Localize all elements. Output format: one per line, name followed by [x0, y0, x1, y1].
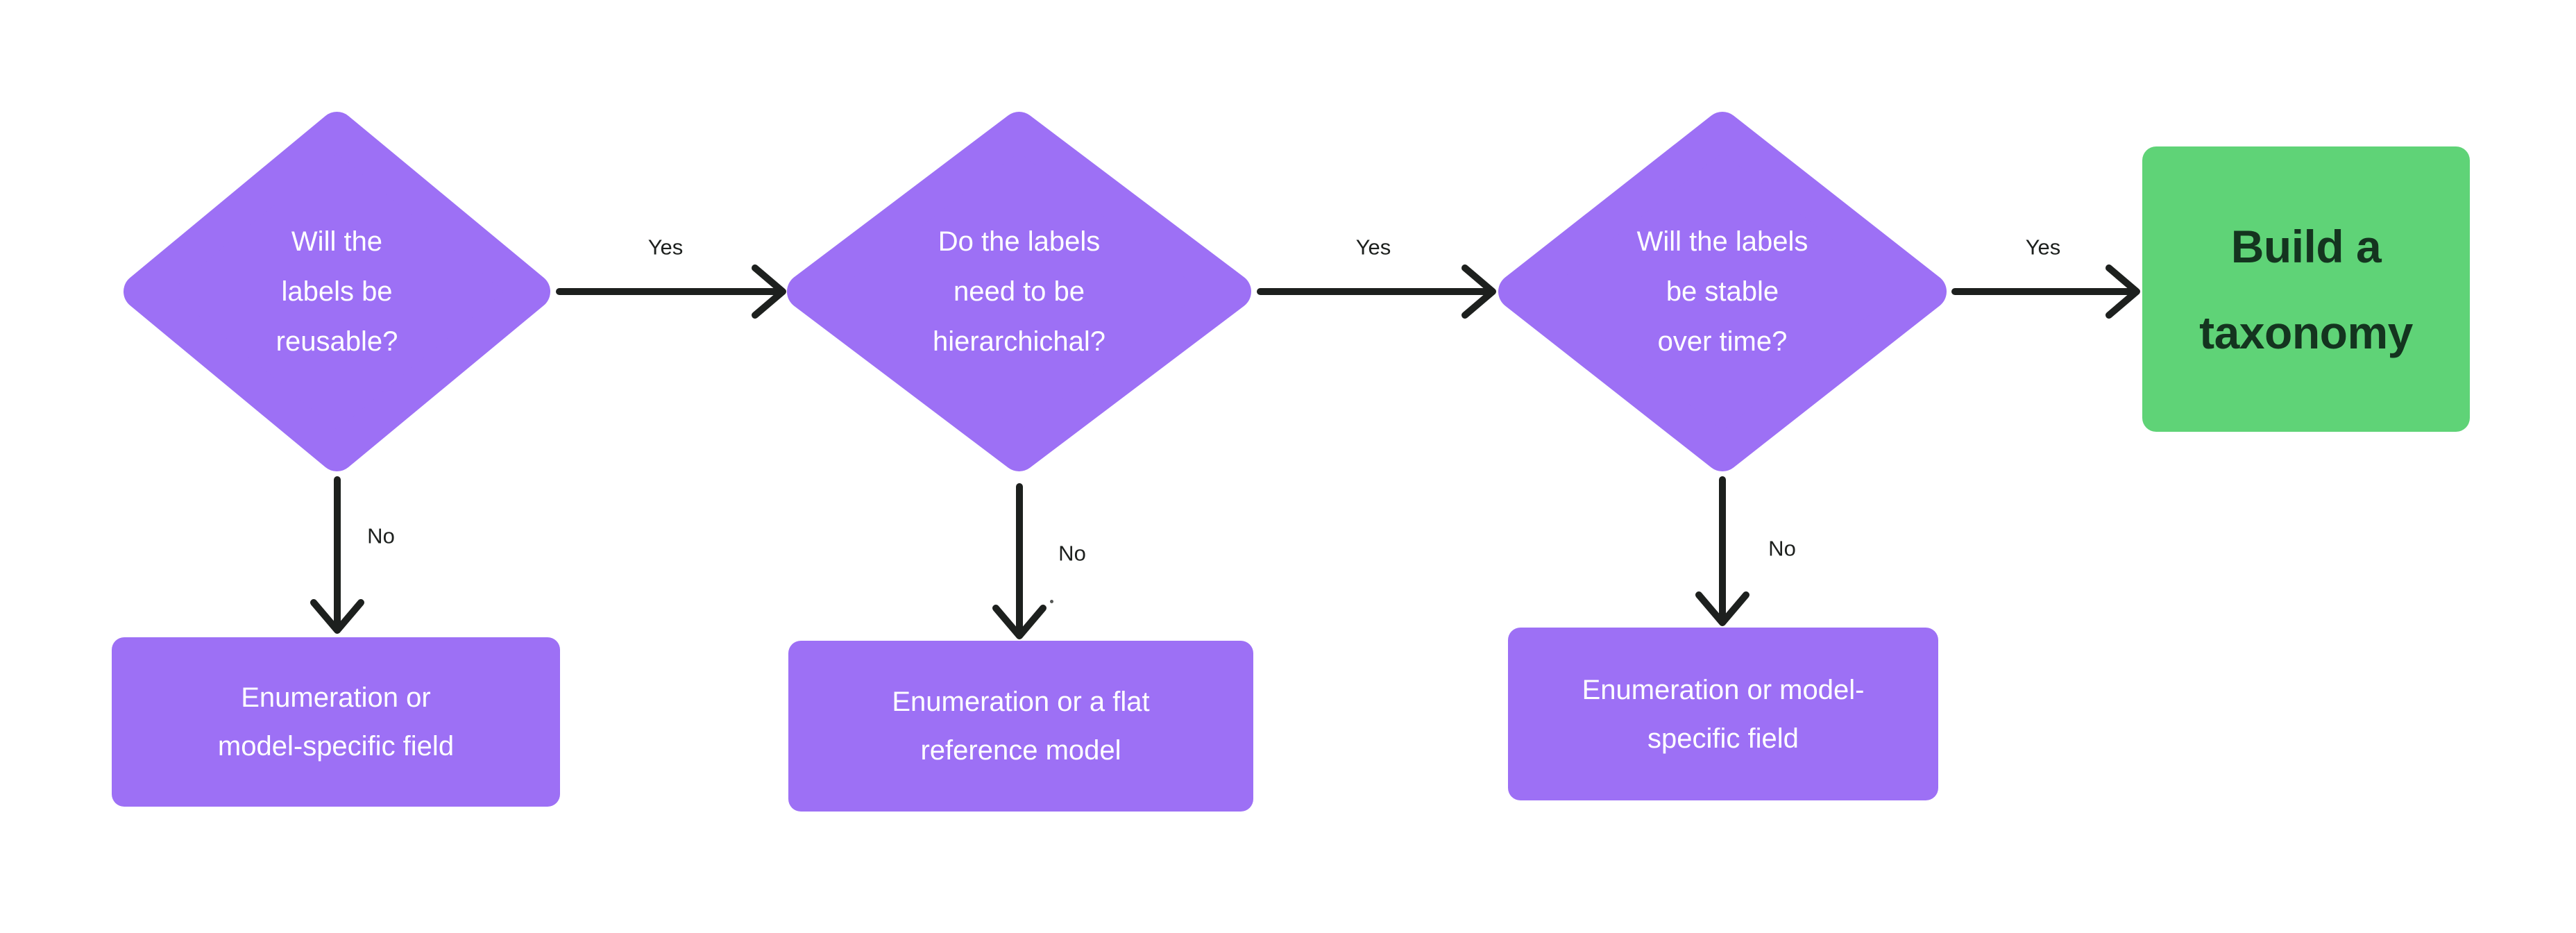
edge-no-3-arrow — [1695, 476, 1749, 626]
edge-label-yes-1: Yes — [647, 235, 684, 260]
outcome-box-enumeration-1: Enumeration or model-specific field — [112, 637, 560, 807]
edge-label-no-3: No — [1768, 536, 1796, 561]
terminal-box-build-taxonomy: Build a taxonomy — [2142, 146, 2470, 432]
edge-no-1-arrow — [310, 476, 364, 634]
edge-no-2-arrow — [992, 483, 1046, 639]
node-label: Enumeration or a flat reference model — [892, 687, 1150, 766]
decision-diamond-labels-stable: Will the labels be stable over time? — [1498, 112, 1947, 471]
stray-dot — [1050, 600, 1053, 603]
decision-diamond-labels-hierarchical: Do the labels need to be hierarchichal? — [787, 112, 1251, 471]
edge-yes-3-arrow — [1951, 264, 2140, 319]
node-label: Will the labels be reusable? — [276, 226, 398, 357]
node-label: Enumeration or model- specific field — [1582, 674, 1865, 754]
outcome-box-enumeration-2: Enumeration or a flat reference model — [788, 641, 1253, 812]
node-label: Enumeration or model-specific field — [217, 682, 455, 762]
diamond-shape — [1498, 112, 1947, 471]
edge-label-no-2: No — [1058, 541, 1086, 566]
outcome-box-enumeration-3: Enumeration or model- specific field — [1508, 628, 1938, 800]
decision-diamond-labels-reusable: Will the labels be reusable? — [124, 112, 550, 471]
edge-yes-1-arrow — [556, 264, 786, 319]
edge-yes-2-arrow — [1257, 264, 1496, 319]
diamond-shape — [787, 112, 1251, 471]
edge-label-no-1: No — [367, 523, 395, 548]
edge-label-yes-2: Yes — [1355, 235, 1391, 260]
node-label: Will the labels be stable over time? — [1636, 226, 1808, 357]
node-label: Build a taxonomy — [2199, 220, 2413, 358]
diamond-shape — [124, 112, 550, 471]
edge-label-yes-3: Yes — [2025, 235, 2061, 260]
node-label: Do the labels need to be hierarchichal? — [932, 226, 1106, 357]
